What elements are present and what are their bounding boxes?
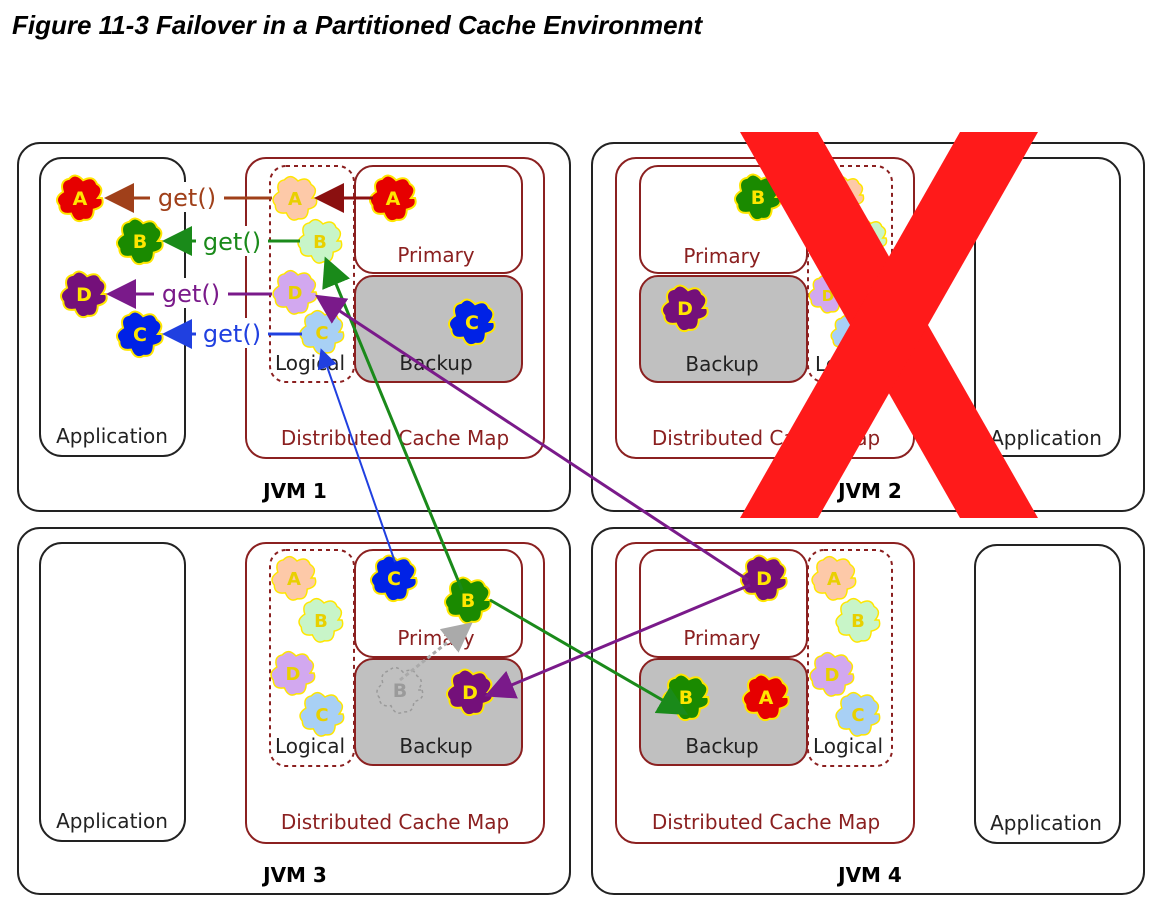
partition-letter: C [465,312,479,334]
partition-letter: A [827,569,841,590]
partition-d-solid-blob: D [660,284,709,333]
partition-a-solid-blob: A [368,174,417,223]
primary-label: Primary [397,243,474,267]
get-label-c: get() [203,320,261,348]
partition-letter: B [851,611,865,632]
application-label: Application [990,811,1102,835]
partition-a-light-blob: A [811,555,857,601]
partition-letter: C [133,324,147,346]
partition-c-light-blob: C [299,691,345,737]
partition-letter: B [133,231,147,253]
backup-label: Backup [685,352,758,376]
partition-letter: C [387,568,401,590]
backup-label: Backup [399,351,472,375]
failover-arrows [314,256,751,716]
distributed-cache-map-label: Distributed Cache Map [652,810,880,834]
partition-b-solid-blob: B [115,217,164,266]
partition-letter: C [851,705,864,726]
partition-letter: B [461,590,475,612]
partition-letter: B [313,232,327,253]
partition-d-solid-blob: D [445,668,494,717]
partition-letter: D [76,284,92,306]
partition-letter: D [286,664,301,685]
partition-a-solid-blob: A [741,673,790,722]
partition-letter: C [315,705,328,726]
jvm-label: JVM 3 [261,863,327,887]
partition-letter: D [462,682,478,704]
application-label: Application [56,809,168,833]
logical-label: Logical [275,734,345,758]
application-box [39,542,186,842]
logical-label: Logical [275,351,345,375]
partition-letter: D [677,298,693,320]
figure-title: Figure 11-3 Failover in a Partitioned Ca… [12,10,703,40]
failure-x-icon [740,132,1038,518]
application-box [974,157,1121,457]
application-box [974,544,1121,844]
partition-letter: B [314,611,328,632]
distributed-cache-map-label: Distributed Cache Map [281,810,509,834]
partition-letter: B [679,687,693,709]
backup-label: Backup [685,734,758,758]
partition-letter: A [287,569,301,590]
partition-b-solid-blob: B [443,576,492,625]
partition-d-light-blob: D [270,650,316,696]
application-label: Application [56,424,168,448]
partition-letter: C [315,323,328,344]
partition-c-light-blob: C [835,691,881,737]
partition-a-light-blob: A [272,175,318,221]
partition-c-solid-blob: C [369,554,418,603]
partition-letter: B [393,680,407,702]
get-label-b: get() [203,228,261,256]
primary-label: Primary [683,626,760,650]
partition-a-light-blob: A [271,555,317,601]
partition-a-solid-blob: A [55,174,104,223]
partition-d-solid-blob: D [59,270,108,319]
arrow-c-jvm3-to-jvm1 [317,348,396,563]
primary-label: Primary [683,244,760,268]
jvm-label: JVM 2 [836,479,902,503]
partition-c-solid-blob: C [447,298,496,347]
application-label: Application [990,426,1102,450]
partition-letter: A [759,687,774,709]
partition-b-light-blob: B [835,597,881,643]
partition-d-light-blob: D [272,269,318,315]
get-label-a: get() [158,184,216,212]
arrow-b-jvm3-to-jvm4 [489,598,689,716]
partition-d-light-blob: D [809,651,855,697]
partition-letter: D [825,665,840,686]
get-label-d: get() [162,280,220,308]
logical-label: Logical [813,734,883,758]
partition-letter: A [73,188,88,210]
partition-c-solid-blob: C [115,310,164,359]
arrow-d-jvm4-to-jvm3 [484,583,751,699]
jvm-label: JVM 4 [836,863,902,887]
backup-label: Backup [399,734,472,758]
partition-b-light-blob: B [298,597,344,643]
partition-letter: B [751,187,765,209]
arrow-b-promotion [399,622,473,682]
partition-letter: A [288,189,302,210]
arrow-d-jvm4-to-jvm1 [314,294,749,582]
partition-letter: D [288,283,303,304]
partition-letter: D [756,568,772,590]
jvm-label: JVM 1 [261,479,327,503]
partition-letter: A [386,188,401,210]
get-arrows: get() get() get() get() [104,182,373,349]
